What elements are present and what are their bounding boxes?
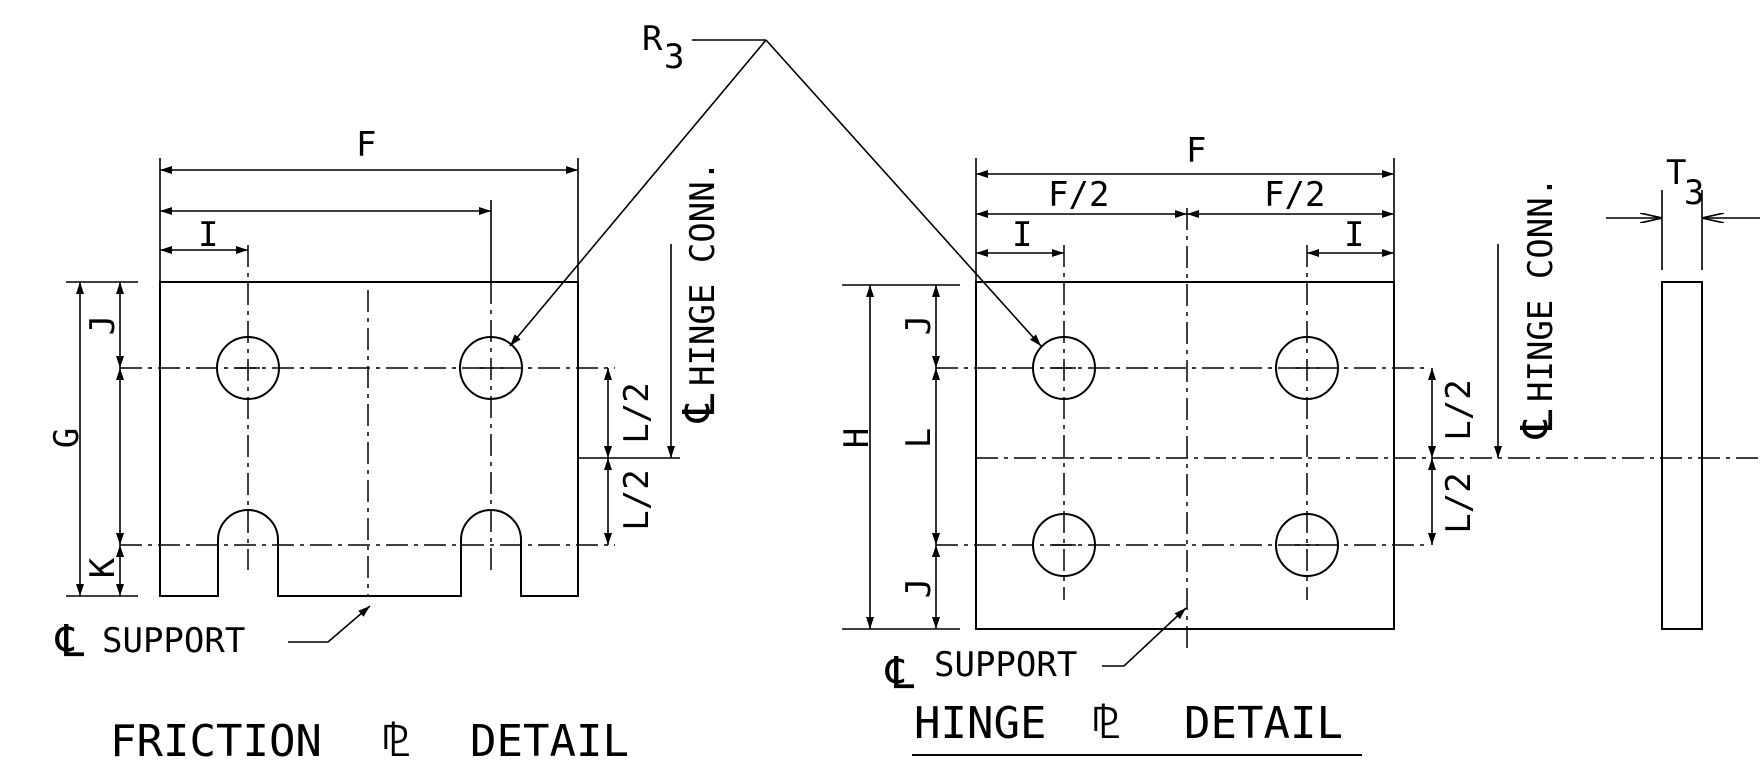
- hinge-title-pl-symbol: ⅊: [1090, 698, 1120, 749]
- friction-dim-G: G: [47, 428, 87, 448]
- hinge-dim-F2-left: F/2: [1048, 175, 1109, 215]
- hinge-dim-L: L: [899, 428, 939, 448]
- hinge-dim-I-left: I: [1012, 215, 1032, 255]
- r3-subscript: 3: [664, 37, 684, 77]
- r3-callout: R 3: [509, 19, 1042, 347]
- r3-leader-hinge: [765, 39, 1042, 347]
- hinge-dim-L2-upper: L/2: [1439, 379, 1479, 440]
- hinge-dim-L2-lower: L/2: [1439, 472, 1479, 533]
- friction-title-word: FRICTION: [110, 716, 322, 765]
- hinge-plate-view: F F/2 F/2 I I H J L J L/2 L/2 ℄ HINGE CO…: [837, 131, 1764, 699]
- friction-title-pl-symbol: ⅊: [380, 716, 410, 765]
- friction-support-cl-symbol: ℄: [55, 616, 85, 667]
- friction-support-label: SUPPORT: [102, 621, 245, 661]
- friction-title: FRICTION ⅊ DETAIL: [110, 716, 629, 765]
- hinge-dim-J-bottom: J: [899, 578, 939, 598]
- hinge-support-cl-symbol: ℄: [885, 648, 915, 699]
- side-dim-T: T: [1666, 153, 1686, 193]
- hinge-title: HINGE ⅊ DETAIL: [912, 698, 1362, 756]
- friction-plate-outline: [159, 281, 579, 597]
- hinge-title-detail: DETAIL: [1184, 698, 1343, 749]
- friction-dim-K: K: [83, 557, 123, 578]
- hinge-dim-F2-right: F/2: [1264, 175, 1325, 215]
- friction-plate-view: F I G J K L/2 L/2 ℄ HINGE CONN. ℄ SUPPOR…: [47, 125, 725, 667]
- friction-hinge-conn-label: HINGE CONN.: [683, 161, 723, 386]
- hinge-dim-I-right: I: [1344, 215, 1364, 255]
- side-dim-T-subscript: 3: [1684, 173, 1704, 213]
- friction-dim-L2-lower: L/2: [617, 469, 657, 530]
- friction-dim-J: J: [83, 315, 123, 335]
- hinge-plate-outline: [975, 281, 1395, 630]
- friction-title-detail: DETAIL: [470, 716, 629, 765]
- friction-cl-symbol: ℄: [674, 393, 725, 423]
- hinge-support-label: SUPPORT: [934, 645, 1077, 685]
- hinge-dim-H: H: [837, 428, 877, 448]
- r3-leader-friction: [509, 39, 767, 347]
- friction-dim-L2-upper: L/2: [617, 382, 657, 443]
- friction-dim-F: F: [356, 125, 376, 165]
- hinge-cl-symbol: ℄: [1512, 409, 1563, 439]
- friction-dim-I: I: [198, 215, 218, 255]
- hinge-title-word: HINGE: [914, 698, 1046, 749]
- hinge-dim-J-top: J: [899, 315, 939, 335]
- plate-side-view: T 3: [1606, 153, 1760, 630]
- side-view-outline: [1661, 281, 1703, 630]
- hinge-dim-F: F: [1186, 131, 1206, 171]
- hinge-hinge-conn-label: HINGE CONN.: [1521, 177, 1561, 402]
- r3-label: R: [642, 19, 663, 59]
